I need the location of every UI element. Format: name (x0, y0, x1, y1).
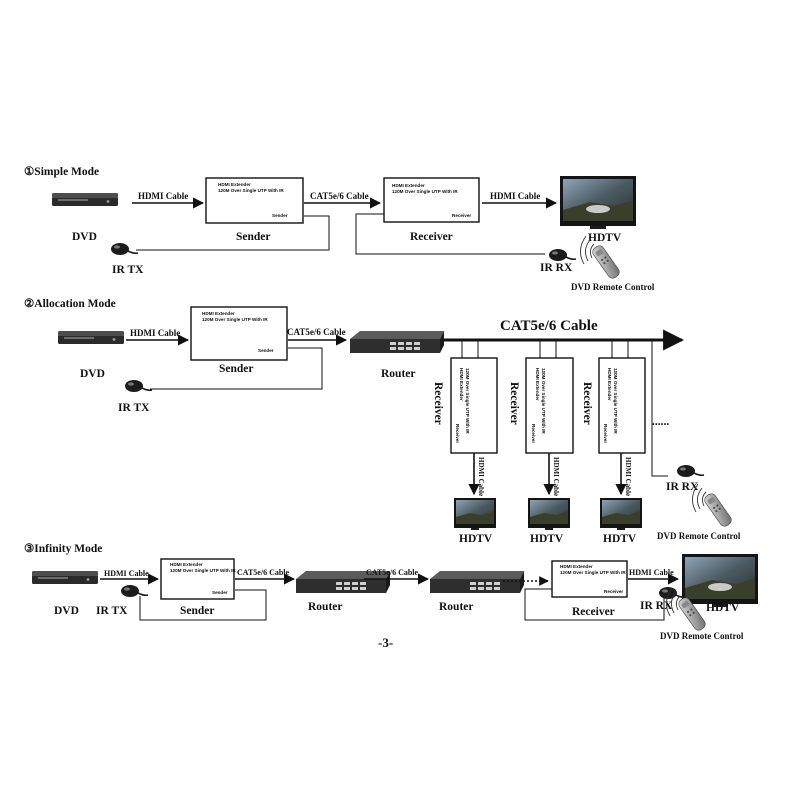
hdmi-cable-label: HDMI Cable (552, 457, 560, 496)
router-label: Router (308, 601, 343, 613)
ir-tx-label: IR TX (96, 605, 128, 617)
svg-text:120M Over Single UTP With IR: 120M Over Single UTP With IR (218, 188, 284, 193)
dvd-player-icon (52, 193, 118, 206)
hdtv-icon (528, 498, 570, 530)
hdmi-cable-label: HDMI Cable (490, 191, 540, 201)
svg-text:HDMI Extender: HDMI Extender (218, 182, 251, 187)
receiver-label: Receiver (581, 382, 593, 425)
dvd-player-icon (32, 571, 98, 584)
svg-text:120M Over Single UTP With IR: 120M Over Single UTP With IR (465, 368, 470, 434)
hdtv-label: HDTV (530, 533, 564, 545)
receiver-device: HDMI Extender 120M Over Single UTP With … (383, 177, 480, 223)
svg-text:HDMI Extender: HDMI Extender (535, 368, 540, 401)
svg-text:HDMI Extender: HDMI Extender (170, 562, 203, 567)
hdtv-icon (454, 498, 496, 530)
dvd-label: DVD (72, 231, 97, 243)
sender-device: HDMI Extender 120M Over Single UTP With … (160, 558, 236, 600)
svg-text:Sender: Sender (272, 213, 288, 218)
ir-tx-icon (110, 242, 139, 256)
svg-text:HDMI Extender: HDMI Extender (459, 368, 464, 401)
more-receivers-ellipsis: ...... (652, 416, 669, 428)
cat-cable-label: CAT5e/6 Cable (366, 568, 419, 577)
svg-text:120M Over Single UTP With IR: 120M Over Single UTP With IR (392, 189, 458, 194)
remote-control-icon (691, 483, 734, 529)
mode-1-title: ①Simple Mode (24, 165, 99, 178)
hdtv-label: HDTV (706, 602, 740, 614)
dvd-player-icon (58, 331, 124, 344)
receiver-label: Receiver (432, 382, 444, 425)
svg-text:120M Over Single UTP With IR: 120M Over Single UTP With IR (613, 368, 618, 434)
sender-label: Sender (180, 605, 215, 617)
svg-text:120M Over Single UTP With IR: 120M Over Single UTP With IR (202, 317, 268, 322)
ir-rx-icon (676, 464, 705, 478)
cat-cable-label: CAT5e/6 Cable (287, 327, 346, 337)
sender-device: HDMI Extender 120M Over Single UTP With … (205, 177, 304, 224)
ir-rx-icon (548, 248, 577, 262)
svg-text:120M Over Single UTP With IR: 120M Over Single UTP With IR (541, 368, 546, 434)
svg-text:Receiver: Receiver (531, 424, 536, 443)
svg-text:120M Over Single UTP With IR: 120M Over Single UTP With IR (170, 568, 236, 573)
hdmi-cable-label: HDMI Cable (477, 457, 485, 496)
hdtv-icon (682, 554, 758, 607)
mode-2-title: ②Allocation Mode (24, 297, 116, 310)
receiver-label: Receiver (410, 231, 453, 243)
mode-3-title: ③Infinity Mode (24, 542, 102, 555)
remote-label: DVD Remote Control (660, 631, 744, 641)
router-icon (350, 331, 444, 353)
hdmi-cable-label: HDMI Cable (624, 457, 632, 496)
hdtv-icon (560, 176, 636, 229)
svg-text:Sender: Sender (212, 590, 228, 595)
receiver-device: HDMI Extender 120M Over Single UTP With … (525, 357, 574, 454)
receiver-label: Receiver (508, 382, 520, 425)
hdmi-cable-label: HDMI Cable (138, 191, 188, 201)
cat-cable-label: CAT5e/6 Cable (237, 568, 290, 577)
remote-label: DVD Remote Control (571, 282, 655, 292)
receiver-device: HDMI Extender 120M Over Single UTP With … (450, 357, 498, 454)
cat-cable-label: CAT5e/6 Cable (310, 191, 369, 201)
svg-text:Receiver: Receiver (455, 424, 460, 443)
hdtv-label: HDTV (588, 232, 622, 244)
svg-text:120M Over Single UTP With IR: 120M Over Single UTP With IR (560, 570, 626, 575)
ir-rx-label: IR RX (640, 600, 673, 612)
svg-text:Receiver: Receiver (452, 213, 471, 218)
svg-text:HDMI Extender: HDMI Extender (202, 311, 235, 316)
svg-text:Sender: Sender (258, 348, 274, 353)
svg-text:HDMI Extender: HDMI Extender (607, 368, 612, 401)
receiver-device: HDMI Extender 120M Over Single UTP With … (598, 357, 646, 454)
remote-label: DVD Remote Control (657, 531, 741, 541)
hdtv-label: HDTV (459, 533, 493, 545)
sender-label: Sender (236, 231, 271, 243)
ir-tx-icon (124, 379, 153, 393)
dvd-label: DVD (80, 368, 105, 380)
hdmi-cable-label: HDMI Cable (104, 569, 149, 578)
receiver-label: Receiver (572, 606, 615, 618)
ir-tx-label: IR TX (118, 402, 150, 414)
page-number: -3- (378, 635, 393, 650)
ir-rx-label: IR RX (666, 481, 699, 493)
router-icon (430, 571, 524, 593)
hdmi-cable-label: HDMI Cable (130, 328, 180, 338)
svg-text:Receiver: Receiver (604, 589, 623, 594)
hdtv-label: HDTV (603, 533, 637, 545)
router-label: Router (381, 368, 416, 380)
ir-tx-label: IR TX (112, 264, 144, 276)
hdmi-cable-label: HDMI Cable (629, 568, 674, 577)
ir-tx-icon (120, 584, 149, 598)
hdtv-icon (600, 498, 642, 530)
svg-text:Receiver: Receiver (603, 424, 608, 443)
receiver-device: HDMI Extender 120M Over Single UTP With … (551, 560, 628, 598)
svg-text:HDMI Extender: HDMI Extender (392, 183, 425, 188)
cat-backbone-label: CAT5e/6 Cable (500, 318, 598, 334)
dvd-label: DVD (54, 605, 79, 617)
sender-device: HDMI Extender 120M Over Single UTP With … (190, 306, 288, 361)
sender-label: Sender (219, 363, 254, 375)
router-label: Router (439, 601, 474, 613)
ir-rx-label: IR RX (540, 262, 573, 274)
svg-text:HDMI Extender: HDMI Extender (560, 564, 593, 569)
